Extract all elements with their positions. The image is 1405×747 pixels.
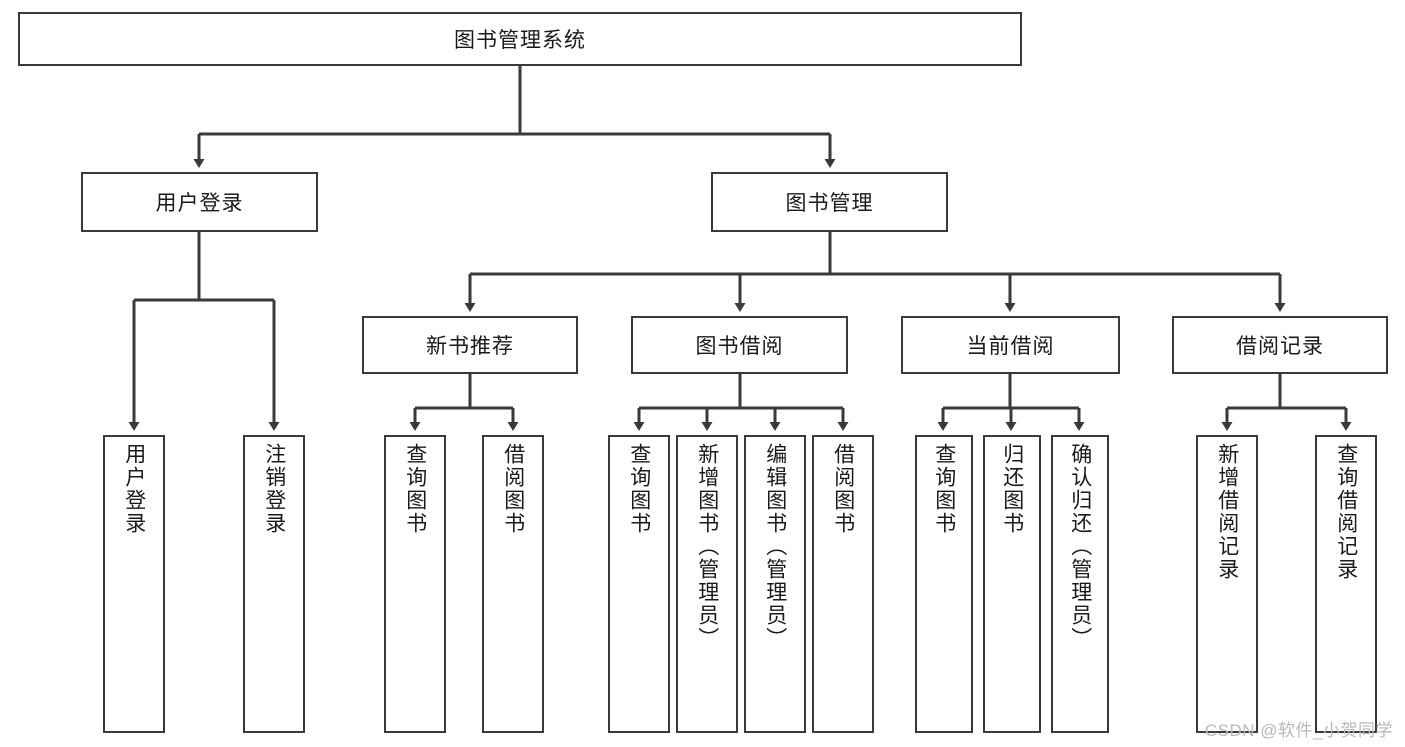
node-new-book-recommend[interactable]: 新书推荐 <box>362 316 578 374</box>
leaf-user-login-label: 用户登录 <box>122 443 146 535</box>
node-current-borrow-label: 当前借阅 <box>966 335 1055 358</box>
leaf-return-book-label: 归还图书 <box>1000 443 1024 535</box>
leaf-return-book[interactable]: 归还图书 <box>983 435 1041 733</box>
node-root[interactable]: 图书管理系统 <box>18 12 1022 66</box>
leaf-query-borrow-record-label: 查询借阅记录 <box>1334 443 1358 581</box>
watermark: CSDN @软件_小贺同学 <box>1204 721 1393 740</box>
leaf-query-book-borrow-label: 查询图书 <box>627 443 651 535</box>
node-new-book-recommend-label: 新书推荐 <box>426 335 514 358</box>
leaf-user-login[interactable]: 用户登录 <box>103 435 165 733</box>
leaf-logout[interactable]: 注销登录 <box>243 435 305 733</box>
leaf-add-borrow-record[interactable]: 新增借阅记录 <box>1196 435 1258 733</box>
leaf-add-borrow-record-label: 新增借阅记录 <box>1215 443 1239 581</box>
leaf-query-borrow-record[interactable]: 查询借阅记录 <box>1315 435 1377 733</box>
leaf-query-book-borrow[interactable]: 查询图书 <box>608 435 670 733</box>
leaf-confirm-return-admin-label: 确认归还（管理员） <box>1068 443 1092 650</box>
leaf-edit-book-admin[interactable]: 编辑图书（管理员） <box>744 435 806 733</box>
node-book-borrow[interactable]: 图书借阅 <box>631 316 848 374</box>
node-user-login[interactable]: 用户登录 <box>81 172 318 232</box>
node-user-login-label: 用户登录 <box>155 192 244 215</box>
leaf-query-book-recommend-label: 查询图书 <box>403 443 427 535</box>
leaf-query-book-current[interactable]: 查询图书 <box>915 435 973 733</box>
leaf-borrow-book-label: 借阅图书 <box>831 443 855 535</box>
leaf-query-book-recommend[interactable]: 查询图书 <box>384 435 446 733</box>
leaf-borrow-book-recommend[interactable]: 借阅图书 <box>482 435 544 733</box>
leaf-query-book-current-label: 查询图书 <box>932 443 956 535</box>
leaf-logout-label: 注销登录 <box>262 443 286 535</box>
leaf-confirm-return-admin[interactable]: 确认归还（管理员） <box>1051 435 1109 733</box>
node-current-borrow[interactable]: 当前借阅 <box>901 316 1120 374</box>
node-borrow-record[interactable]: 借阅记录 <box>1172 316 1388 374</box>
leaf-add-book-admin-label: 新增图书（管理员） <box>695 443 719 650</box>
leaf-borrow-book[interactable]: 借阅图书 <box>812 435 874 733</box>
leaf-borrow-book-recommend-label: 借阅图书 <box>501 443 525 535</box>
node-book-management-label: 图书管理 <box>785 192 874 215</box>
leaf-edit-book-admin-label: 编辑图书（管理员） <box>763 443 787 650</box>
leaf-add-book-admin[interactable]: 新增图书（管理员） <box>676 435 738 733</box>
node-book-management[interactable]: 图书管理 <box>711 172 948 232</box>
node-root-label: 图书管理系统 <box>454 29 586 52</box>
node-book-borrow-label: 图书借阅 <box>695 335 784 358</box>
node-borrow-record-label: 借阅记录 <box>1236 335 1324 358</box>
